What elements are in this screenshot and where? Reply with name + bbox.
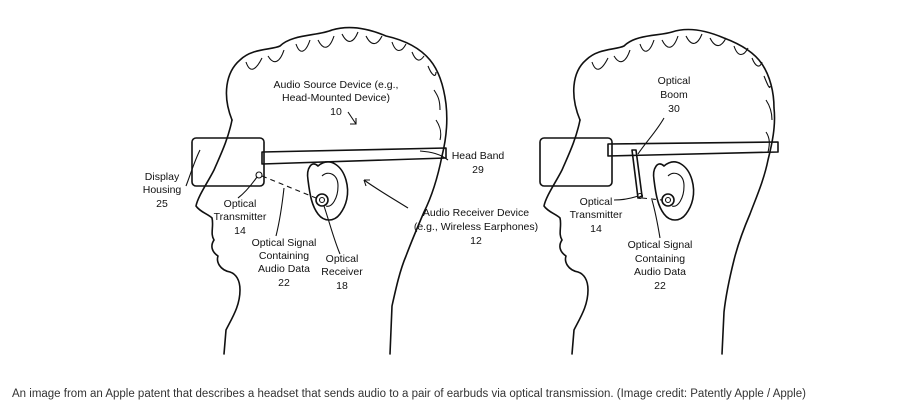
label-right-transmitter-3: 14	[590, 223, 602, 235]
label-transmitter-2: Transmitter	[214, 211, 267, 223]
label-right-signal-4: 22	[654, 280, 666, 292]
label-signal-1: Optical Signal	[252, 237, 317, 249]
label-display-3: 25	[156, 198, 168, 210]
label-transmitter-3: 14	[234, 225, 246, 237]
label-audio-source-3: 10	[330, 106, 342, 118]
label-audio-source-1: Audio Source Device (e.g.,	[274, 79, 399, 91]
leader-display-housing	[185, 149, 201, 187]
label-right-transmitter-1: Optical	[580, 196, 613, 208]
label-signal-4: 22	[278, 277, 290, 289]
left-head-band	[261, 147, 447, 165]
label-transmitter-1: Optical	[224, 198, 257, 210]
left-optical-beam	[261, 175, 317, 199]
arrowhead-audio-source	[350, 118, 357, 125]
left-head-outline	[225, 26, 448, 355]
patent-diagram: Audio Source Device (e.g., Head-Mounted …	[143, 26, 779, 355]
label-display-2: Housing	[143, 184, 182, 196]
left-face-profile	[195, 119, 241, 355]
right-head-drawing	[539, 28, 779, 355]
label-receiver-1: Optical	[326, 253, 359, 265]
leader-head-band	[419, 150, 449, 161]
right-labels: Optical Boom 30 Optical Transmitter 14 O…	[570, 75, 693, 292]
right-head-outline	[572, 28, 776, 355]
right-ear	[652, 161, 695, 221]
label-receiver-3: 18	[336, 280, 348, 292]
left-labels: Audio Source Device (e.g., Head-Mounted …	[143, 79, 538, 292]
label-display-1: Display	[145, 171, 180, 183]
left-ear-inner	[321, 172, 339, 207]
left-earphone	[315, 193, 329, 207]
leader-optical-boom	[637, 117, 665, 155]
leader-transmitter	[237, 176, 258, 199]
leader-right-signal	[651, 199, 661, 239]
right-hair-texture	[591, 33, 773, 153]
right-ear-inner	[667, 172, 685, 207]
label-audio-source-2: Head-Mounted Device)	[282, 92, 390, 104]
right-optical-boom	[631, 149, 643, 199]
left-transmitter-dot	[255, 171, 263, 179]
left-head-drawing	[191, 26, 448, 355]
right-earphone-core	[664, 196, 672, 204]
right-earphone	[661, 193, 675, 207]
label-right-signal-3: Audio Data	[634, 266, 686, 278]
leader-optical-signal	[275, 187, 285, 237]
label-audio-receiver-2: (e.g., Wireless Earphones)	[414, 221, 538, 233]
label-boom-1: Optical	[658, 75, 691, 87]
label-boom-2: Boom	[660, 89, 688, 101]
right-head-band	[607, 141, 779, 157]
label-audio-receiver-1: Audio Receiver Device	[423, 207, 529, 219]
label-receiver-2: Receiver	[321, 266, 363, 278]
right-optical-beam	[641, 197, 663, 201]
label-right-signal-1: Optical Signal	[628, 239, 693, 251]
leader-audio-source	[347, 111, 357, 125]
left-earphone-core	[318, 196, 326, 204]
label-head-band-1: Head Band	[452, 150, 505, 162]
label-right-signal-2: Containing	[635, 253, 685, 265]
leader-audio-receiver	[363, 179, 409, 209]
image-caption: An image from an Apple patent that descr…	[12, 388, 806, 400]
label-head-band-2: 29	[472, 164, 484, 176]
right-display-housing	[539, 137, 613, 187]
right-face-profile	[543, 119, 589, 355]
label-right-transmitter-2: Transmitter	[570, 209, 623, 221]
right-leader-lines	[613, 117, 665, 239]
leader-right-transmitter	[613, 195, 639, 201]
leader-optical-receiver	[323, 205, 341, 255]
label-signal-3: Audio Data	[258, 263, 310, 275]
arrowhead-audio-receiver	[363, 179, 370, 187]
left-hair-texture	[245, 31, 442, 141]
left-display-housing	[191, 137, 265, 187]
left-ear	[306, 161, 349, 221]
left-leader-lines	[185, 111, 449, 255]
label-audio-receiver-3: 12	[470, 235, 482, 247]
label-signal-2: Containing	[259, 250, 309, 262]
label-boom-3: 30	[668, 103, 680, 115]
